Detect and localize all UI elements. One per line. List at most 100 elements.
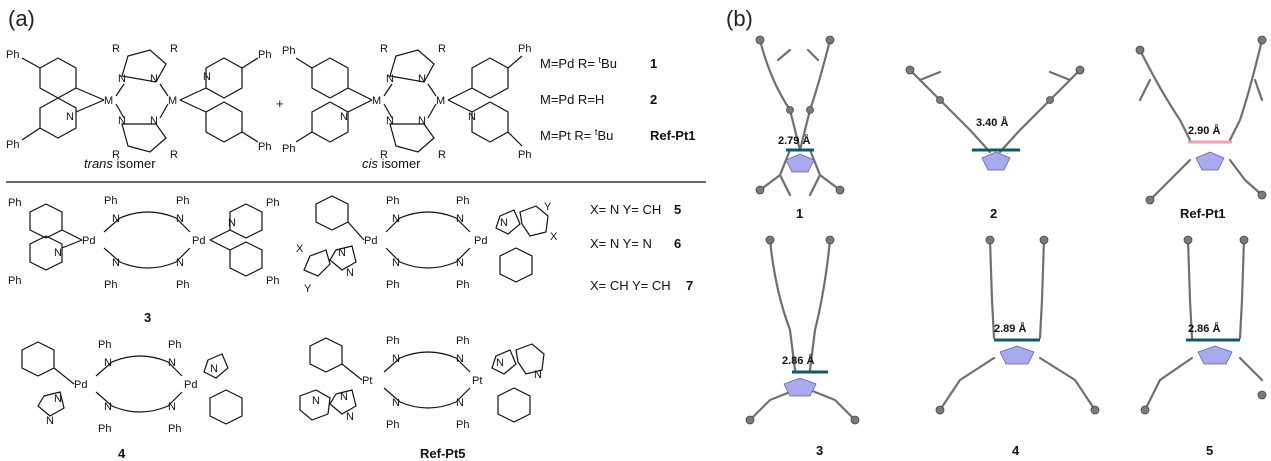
atom-n-1: N bbox=[66, 111, 74, 123]
atom-pt-1: Pt bbox=[362, 375, 372, 387]
atom-r-3: R bbox=[112, 149, 120, 161]
atom-n-4: N bbox=[118, 115, 126, 127]
atom-n-23: N bbox=[392, 257, 400, 269]
compound-6-label: 6 bbox=[674, 236, 681, 251]
atom-n-13: N bbox=[54, 247, 62, 259]
atom-x-2: X bbox=[550, 231, 558, 243]
atom-ph-14: Ph bbox=[176, 279, 189, 291]
cis-isomer-structure: Ph Ph N M N N R R N N R R M Ph N Ph bbox=[282, 43, 531, 161]
atom-pt-2: Pt bbox=[472, 375, 482, 387]
crystal-3-label: 3 bbox=[816, 443, 823, 458]
atom-n-2: N bbox=[118, 73, 126, 85]
crystal-structure-ref-pt1: 2.90 Å bbox=[1135, 35, 1267, 205]
atom-ph-23: Ph bbox=[98, 423, 111, 435]
atom-m-4: M bbox=[436, 95, 445, 107]
legend-row-2: M=Pd R=H bbox=[540, 92, 604, 107]
atom-n-19: N bbox=[338, 247, 346, 259]
atom-r-1: R bbox=[112, 43, 120, 55]
atom-n-30: N bbox=[104, 401, 112, 413]
legend-row-7: X= CH Y= CH bbox=[590, 278, 671, 293]
atom-pd-6: Pd bbox=[184, 379, 197, 391]
panel-label-b: (b) bbox=[726, 6, 753, 31]
crystal-5-distance: 2.86 Å bbox=[1188, 322, 1220, 335]
atom-n-18: N bbox=[228, 217, 236, 229]
atom-n-37: N bbox=[456, 353, 464, 365]
atom-r-5: R bbox=[380, 43, 388, 55]
cis-isomer-label: cis isomer bbox=[362, 156, 421, 171]
atom-n-16: N bbox=[112, 257, 120, 269]
atom-ph-4: Ph bbox=[258, 141, 271, 153]
atom-ph-15: Ph bbox=[266, 197, 279, 209]
crystal-5-label: 5 bbox=[1206, 443, 1213, 458]
atom-n-33: N bbox=[312, 395, 320, 407]
atom-pd-2: Pd bbox=[192, 235, 205, 247]
compound-3-label: 3 bbox=[144, 310, 151, 325]
atom-m-1: M bbox=[104, 95, 113, 107]
atom-n-5: N bbox=[150, 115, 158, 127]
atom-m-2: M bbox=[168, 95, 177, 107]
crystal-1-label: 1 bbox=[796, 206, 803, 221]
atom-r-6: R bbox=[438, 43, 446, 55]
crystal-ref-pt1-label: Ref-Pt1 bbox=[1180, 206, 1226, 221]
crystal-structure-3: 2.86 Å bbox=[745, 235, 860, 425]
atom-ph-24: Ph bbox=[168, 423, 181, 435]
atom-ph-17: Ph bbox=[386, 195, 399, 207]
atom-ph-26: Ph bbox=[456, 335, 469, 347]
atom-n-20: N bbox=[346, 267, 354, 279]
atom-ph-7: Ph bbox=[518, 43, 531, 55]
atom-ph-2: Ph bbox=[6, 139, 19, 151]
atom-r-4: R bbox=[170, 149, 178, 161]
atom-x-1: X bbox=[296, 243, 304, 255]
atom-n-36: N bbox=[392, 353, 400, 365]
compound-2-label: 2 bbox=[650, 92, 657, 107]
crystal-structure-1: 2.79 Å bbox=[755, 35, 845, 197]
atom-ph-16: Ph bbox=[266, 275, 279, 287]
atom-n-40: N bbox=[496, 357, 504, 369]
atom-n-28: N bbox=[104, 357, 112, 369]
atom-n-29: N bbox=[168, 357, 176, 369]
atom-ph-21: Ph bbox=[98, 339, 111, 351]
atom-pd-5: Pd bbox=[74, 379, 87, 391]
atom-n-3: N bbox=[150, 73, 158, 85]
compound-3-structure: Ph Ph N Pd N N N N Ph Ph Ph Ph Pd N Ph P… bbox=[8, 195, 279, 291]
atom-n-15: N bbox=[176, 213, 184, 225]
atom-ph-20: Ph bbox=[456, 279, 469, 291]
atom-ph-13: Ph bbox=[104, 279, 117, 291]
atom-n-27: N bbox=[46, 415, 54, 427]
crystal-structure-5: 2.86 Å bbox=[1140, 235, 1267, 415]
atom-ph-8: Ph bbox=[518, 149, 531, 161]
panel-label-a: (a) bbox=[8, 6, 35, 31]
crystal-structure-2: 3.40 Å bbox=[905, 65, 1085, 171]
atom-y-2: Y bbox=[544, 201, 552, 213]
legend-row-1: M=Pd R= tBu bbox=[540, 55, 617, 71]
atom-n-22: N bbox=[456, 213, 464, 225]
plus-sign: + bbox=[276, 96, 284, 111]
atom-ph-12: Ph bbox=[176, 195, 189, 207]
crystal-structure-4: 2.89 Å bbox=[935, 235, 1100, 415]
atom-ph-3: Ph bbox=[258, 49, 271, 61]
compound-4-label: 4 bbox=[118, 446, 126, 461]
atom-n-11: N bbox=[418, 115, 426, 127]
atom-n-41: N bbox=[534, 369, 542, 381]
atom-n-9: N bbox=[418, 73, 426, 85]
crystal-2-distance: 3.40 Å bbox=[976, 116, 1008, 129]
compound-ref-pt5-structure: Pt N N N N N N N Ph Ph Ph Ph Pt N N bbox=[299, 335, 545, 431]
trans-isomer-structure: Ph Ph N M N N R R N N R R M N Ph Ph bbox=[6, 43, 271, 161]
atom-ph-22: Ph bbox=[168, 339, 181, 351]
atom-pd-3: Pd bbox=[364, 235, 377, 247]
atom-n-21: N bbox=[392, 213, 400, 225]
compound-5-label: 5 bbox=[674, 202, 681, 217]
atom-n-35: N bbox=[346, 411, 354, 423]
compound-5-7-structure: Pd X Y N N N N N N Ph Ph Ph Ph Pd N Y X bbox=[296, 195, 558, 295]
top-legend: M=Pd R= tBu 1 M=Pd R=H 2 M=Pt R= tBu Ref… bbox=[540, 55, 696, 143]
compound-ref-pt1-label: Ref-Pt1 bbox=[650, 128, 696, 143]
crystal-1-distance: 2.79 Å bbox=[778, 134, 810, 147]
trans-isomer-label: trans isomer bbox=[84, 156, 156, 171]
crystal-3-distance: 2.86 Å bbox=[782, 354, 814, 367]
bottom-legend: X= N Y= CH 5 X= N Y= N 6 X= CH Y= CH 7 bbox=[590, 202, 693, 293]
atom-n-10: N bbox=[386, 115, 394, 127]
atom-n-34: N bbox=[340, 391, 348, 403]
atom-n-6: N bbox=[203, 71, 211, 83]
atom-n-25: N bbox=[500, 217, 508, 229]
atom-ph-11: Ph bbox=[104, 195, 117, 207]
